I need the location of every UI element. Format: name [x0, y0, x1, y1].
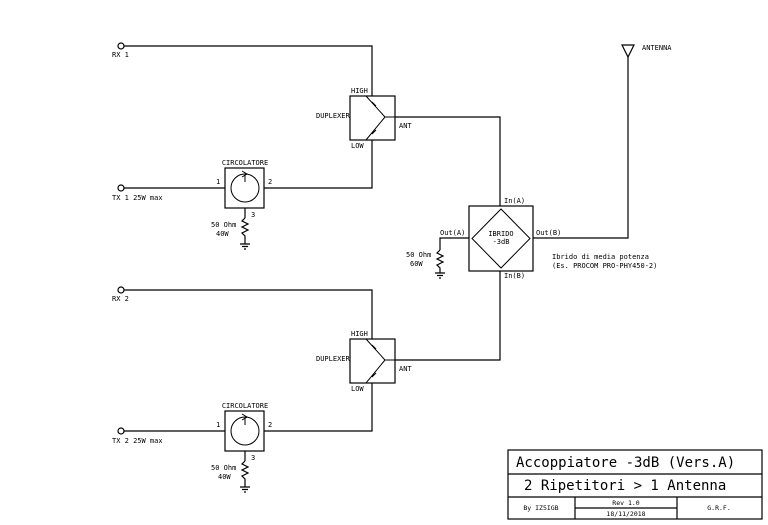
antenna-label: ANTENNA: [642, 44, 672, 52]
load-resistor-2: 50 Ohm 40W: [211, 460, 250, 493]
wire-duplexer1-to-hybrid: [395, 116, 501, 206]
ground-icon: [240, 486, 250, 493]
hybrid-label-2: -3dB: [493, 238, 510, 246]
load1-watt-label: 40W: [216, 230, 229, 238]
circulator1-name-label: CIRCOLATORE: [222, 159, 268, 167]
resistor-icon: [435, 249, 445, 273]
duplexer1-name-label: DUPLEXER: [316, 112, 351, 120]
tx2-label: TX 2 25W max: [112, 437, 163, 445]
duplexer1-ant-label: ANT: [399, 122, 412, 130]
circulator1-port1-label: 1: [216, 178, 220, 186]
wire-duplexer2-to-hybrid: [395, 271, 501, 361]
circulator1-port2-label: 2: [268, 178, 272, 186]
hybrid-diamond-icon: [471, 208, 531, 269]
duplexer2-high-label: HIGH: [351, 330, 368, 338]
hybrid-in-a-label: In(A): [504, 197, 525, 205]
resistor-icon: [240, 217, 250, 244]
circulator-arrow-icon: [241, 413, 248, 425]
load1-ohm-label: 50 Ohm: [211, 221, 236, 229]
load3-watt-label: 60W: [410, 260, 423, 268]
circulator2-name-label: CIRCOLATORE: [222, 402, 268, 410]
wire-circulator1-to-duplexer1: [264, 140, 373, 189]
title-block-title: Accoppiatore -3dB (Vers.A): [516, 455, 735, 471]
duplexer-1: HIGH LOW DUPLEXER ANT: [316, 87, 412, 150]
circulator2-port2-label: 2: [268, 421, 272, 429]
wire-rx1-to-duplexer1: [124, 45, 373, 96]
title-block-date: 18/11/2018: [606, 510, 645, 518]
circulator2-port3-label: 3: [251, 454, 255, 462]
circulator-2: CIRCOLATORE 1 2 3: [216, 402, 272, 462]
tx1-label: TX 1 25W max: [112, 194, 163, 202]
duplexer-icon: [365, 338, 395, 384]
rx1-label: RX 1: [112, 51, 129, 59]
duplexer2-low-label: LOW: [351, 385, 364, 393]
rx2-port: [117, 286, 125, 294]
tx2-port: [117, 427, 125, 435]
circulator1-port3-label: 3: [251, 211, 255, 219]
load3-ohm-label: 50 Ohm: [406, 251, 431, 259]
hybrid-out-b-label: Out(B): [536, 229, 561, 237]
hybrid-in-b-label: In(B): [504, 272, 525, 280]
wire-hybrid-to-load: [439, 237, 469, 250]
duplexer1-high-label: HIGH: [351, 87, 368, 95]
wire-circulator2-to-duplexer2: [264, 383, 373, 432]
duplexer2-ant-label: ANT: [399, 365, 412, 373]
hybrid-3db: IBRIDO -3dB In(A) In(B) Out(A) Out(B): [440, 197, 561, 280]
rx2-label: RX 2: [112, 295, 129, 303]
rx1-port: [117, 42, 125, 50]
title-block-author: By IZ5IGB: [523, 504, 558, 512]
title-block: Accoppiatore -3dB (Vers.A) 2 Ripetitori …: [507, 449, 763, 520]
circulator-1: CIRCOLATORE 1 2 3: [216, 159, 272, 219]
circulator2-port1-label: 1: [216, 421, 220, 429]
duplexer2-name-label: DUPLEXER: [316, 355, 351, 363]
duplexer-icon: [365, 95, 395, 141]
hybrid-label-1: IBRIDO: [488, 230, 513, 238]
hybrid-note-2: (Es. PROCOM PRO-PHY450-2): [552, 262, 657, 270]
resistor-icon: [240, 460, 250, 487]
antenna-icon: [621, 44, 635, 59]
duplexer-2: HIGH LOW DUPLEXER ANT: [316, 330, 412, 393]
hybrid-out-a-label: Out(A): [440, 229, 465, 237]
load2-watt-label: 40W: [218, 473, 231, 481]
duplexer1-low-label: LOW: [351, 142, 364, 150]
wire-hybrid-to-antenna: [533, 57, 629, 239]
ground-icon: [435, 272, 445, 279]
circulator-arrow-icon: [241, 170, 248, 182]
title-block-initials: G.R.F.: [707, 504, 730, 512]
ground-icon: [240, 243, 250, 250]
title-block-rev: Rev 1.0: [612, 499, 639, 507]
wire-rx2-to-duplexer2: [124, 289, 373, 339]
load-resistor-1: 50 Ohm 40W: [211, 217, 250, 250]
load2-ohm-label: 50 Ohm: [211, 464, 236, 472]
title-block-subtitle: 2 Ripetitori > 1 Antenna: [524, 478, 726, 494]
tx1-port: [117, 184, 125, 192]
hybrid-note-1: Ibrido di media potenza: [552, 253, 649, 261]
load-resistor-3: 50 Ohm 60W: [406, 249, 445, 279]
